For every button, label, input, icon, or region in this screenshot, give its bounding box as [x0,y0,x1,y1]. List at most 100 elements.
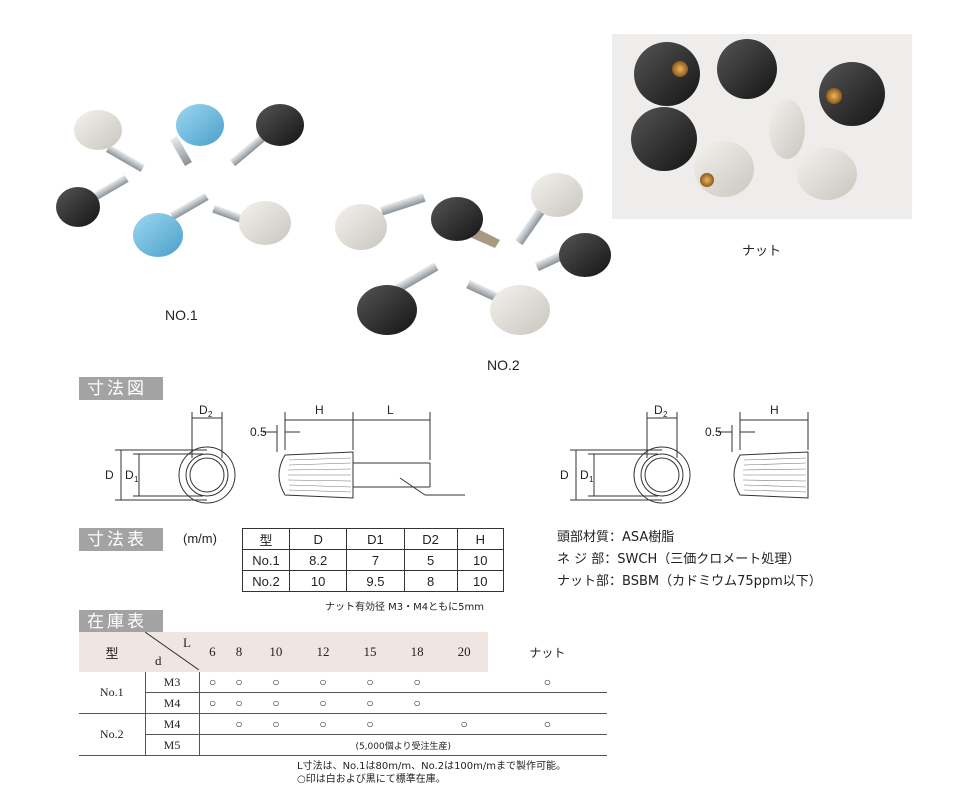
dimension-drawing-nut: D D 1 D 2 H 0.5 [560,403,809,504]
nut-drawing-label-D1: D [580,468,589,482]
stock-cell: ○ [299,692,347,714]
dim-cell: 8.2 [288,549,348,571]
drawing-label-D1: D [125,468,134,482]
dim-cell: 10 [456,549,505,571]
dimension-drawing-no1: D D 1 D 2 H L 0.5 d [105,403,465,504]
nut-drawing-label-D: D [560,468,569,482]
dimension-table-note: ナット有効径 M3・M4ともに5mm [325,602,485,613]
drawing-label-H: H [315,403,324,417]
stock-note-2: ○印は白および黒にて標準在庫。 [297,774,446,785]
dim-header-D: D [288,528,348,550]
table-row: No.2 M4 ○ ○ ○ ○ ○ ○ [79,713,607,756]
stock-cell: ○ [225,713,253,735]
table-row: No.1 8.2 7 5 10 [242,549,505,571]
stock-cell: ○ [487,672,607,693]
drawing-label-gap: 0.5 [250,425,267,439]
stock-cell: ○ [346,713,394,735]
table-row: No.2 10 9.5 8 10 [242,570,505,592]
stock-table-header: 型 L d 6 8 10 12 15 18 20 ナット [79,632,607,672]
drawing-label-D2-sub: 2 [208,410,213,419]
stock-cell: ○ [393,692,441,714]
stock-d: M4 [145,713,200,735]
dim-cell: 9.5 [346,570,405,592]
stock-cell: ○ [225,692,253,714]
stock-col-15: 15 [346,632,394,672]
stock-col-18: 18 [393,632,441,672]
nut-drawing-label-gap: 0.5 [705,425,722,439]
stock-cell: ○ [252,692,300,714]
stock-table: 型 L d 6 8 10 12 15 18 20 ナット No.1 M3 ○ ○… [79,632,607,756]
stock-cell: ○ [199,672,226,693]
stock-type-no2: No.2 [79,713,146,756]
stock-cell [440,672,488,693]
stock-cell [199,713,226,735]
nut-drawing-label-D1-sub: 1 [589,475,594,484]
nut-drawing-label-H: H [770,403,779,417]
stock-d: M4 [145,692,200,714]
table-row: M4 ○ ○ ○ ○ ○ ○ [79,692,607,714]
photo-label-nut: ナット [742,243,782,258]
stock-d: M3 [145,672,200,693]
dim-cell: 7 [346,549,405,571]
stock-type-no1: No.1 [79,672,146,714]
stock-cell: ○ [440,713,488,735]
dim-header-D2: D2 [403,528,458,550]
dimension-table-header: 型 D D1 D2 H [242,528,505,550]
drawing-label-D1-sub: 1 [134,475,139,484]
drawing-label-D2: D [199,403,208,417]
stock-cell: ○ [252,672,300,693]
photo-label-no2: NO.2 [487,357,520,373]
product-photo-no2 [335,173,611,335]
product-photo-nut [631,39,885,200]
section-title-dimension-table: 寸法表 [79,528,163,551]
dim-cell: 10 [288,570,348,592]
stock-cell: ○ [487,713,607,735]
stock-col-12: 12 [299,632,347,672]
dim-cell: 5 [403,549,458,571]
section-title-stock-table: 在庫表 [79,610,163,633]
stock-col-10: 10 [252,632,300,672]
dim-cell: 8 [403,570,458,592]
section-title-dimension-drawing: 寸法図 [79,377,163,400]
stock-col-6: 6 [199,632,226,672]
product-photo-no1 [56,104,304,257]
stock-header-diagonal: L d [145,632,199,672]
stock-cell: ○ [199,692,226,714]
stock-header-d: d [155,653,162,668]
nut-drawing-label-D2: D [654,403,663,417]
dim-cell: 10 [456,570,505,592]
stock-cell: ○ [225,672,253,693]
stock-cell: ○ [346,692,394,714]
dimension-table-unit: (m/m) [183,531,217,546]
dim-cell: No.2 [242,570,290,592]
stock-d: M5 [145,734,200,756]
stock-col-nut: ナット [487,632,607,672]
stock-cell: ○ [393,672,441,693]
nut-drawing-label-D2-sub: 2 [663,410,668,419]
dim-header-D1: D1 [346,528,405,550]
material-head: 頭部材質：ASA樹脂 [557,530,675,545]
materials-list: 頭部材質：ASA樹脂 ネ ジ 部：SWCH（三価クロメート処理） ナット部：BS… [557,527,822,593]
dim-cell: No.1 [242,549,290,571]
stock-cell: ○ [346,672,394,693]
stock-cell [440,692,488,714]
dim-header-H: H [456,528,505,550]
dim-header-type: 型 [242,528,290,550]
stock-table-notes: L寸法は、No.1は80m/m、No.2は100m/mまで製作可能。 ○印は白お… [297,760,566,786]
stock-cell: ○ [299,672,347,693]
drawing-label-L: L [387,403,394,417]
stock-cell: ○ [252,713,300,735]
stock-cell [487,692,607,714]
table-row: No.1 M3 ○ ○ ○ ○ ○ ○ ○ [79,672,607,714]
photo-label-no1: NO.1 [165,307,198,323]
stock-cell [393,713,441,735]
material-nut: ナット部：BSBM（カドミウム75ppm以下） [557,574,822,589]
material-screw: ネ ジ 部：SWCH（三価クロメート処理） [557,552,801,567]
stock-col-8: 8 [225,632,253,672]
stock-col-20: 20 [440,632,488,672]
stock-header-type: 型 [79,632,145,672]
stock-cell: ○ [299,713,347,735]
stock-header-L: L [183,635,191,650]
table-row: M5 (5,000個より受注生産) [79,734,607,756]
stock-note-1: L寸法は、No.1は80m/m、No.2は100m/mまで製作可能。 [297,761,567,772]
